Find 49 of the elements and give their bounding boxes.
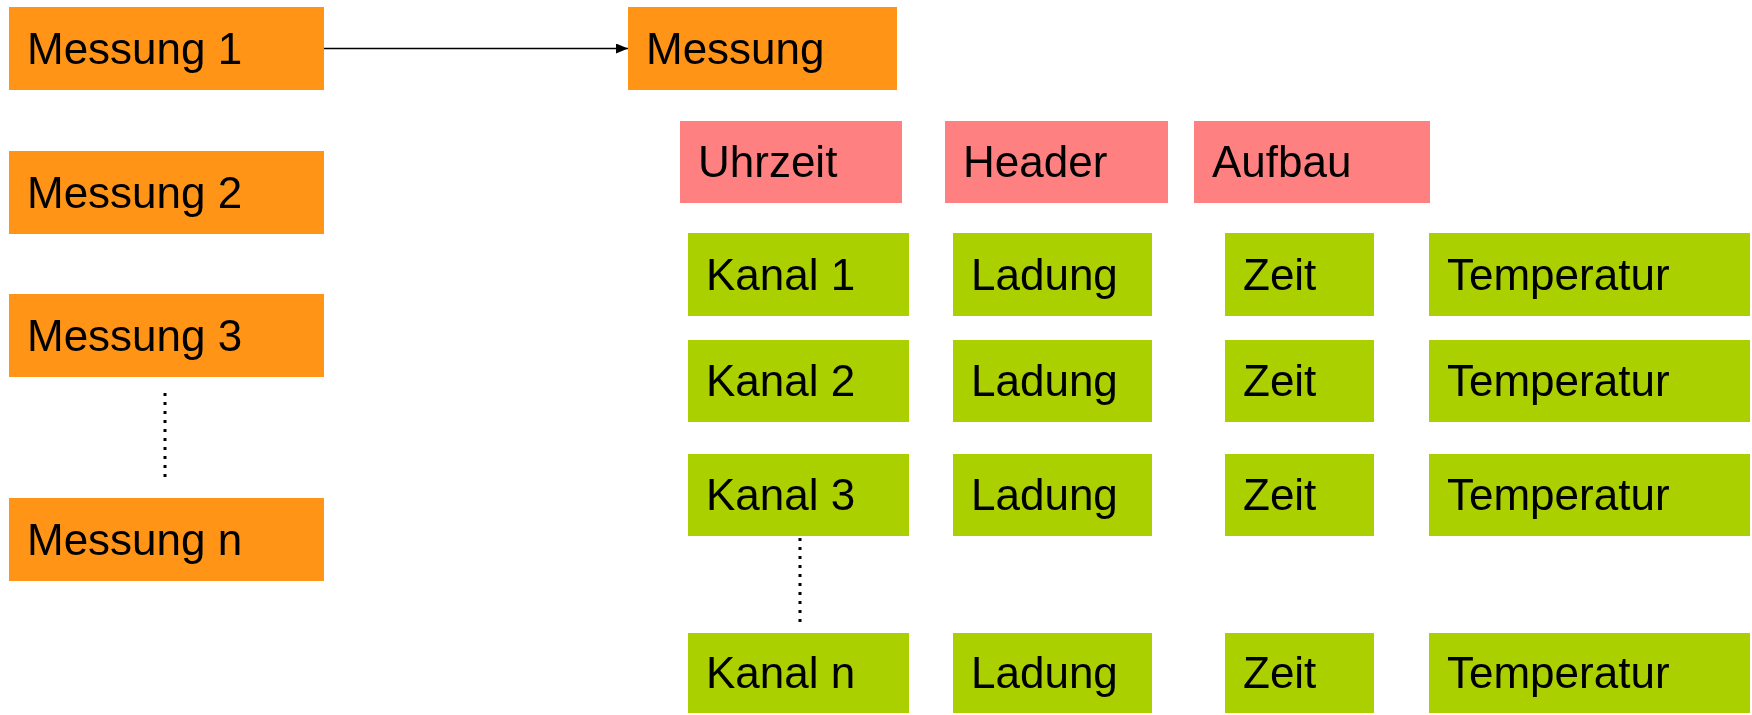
field-label: Kanal n bbox=[705, 648, 856, 698]
field-label: Zeit bbox=[1242, 249, 1317, 300]
field-label: Messung 3 bbox=[26, 310, 243, 361]
field-label: Uhrzeit bbox=[697, 137, 838, 187]
field-label: Kanal 2 bbox=[705, 356, 856, 406]
field-box bbox=[1225, 233, 1374, 316]
field-box bbox=[1225, 633, 1374, 713]
field-label: Kanal 3 bbox=[705, 470, 856, 520]
field-label: Header bbox=[962, 137, 1108, 187]
field-label: Messung bbox=[645, 23, 825, 74]
field-box bbox=[1429, 633, 1750, 713]
field-box bbox=[953, 454, 1152, 536]
field-box bbox=[1225, 454, 1374, 536]
field-box bbox=[628, 7, 897, 90]
field-box bbox=[953, 233, 1152, 316]
field-box bbox=[688, 454, 909, 536]
field-box bbox=[1429, 233, 1750, 316]
field-box bbox=[1429, 454, 1750, 536]
field-label: Messung 1 bbox=[26, 23, 243, 74]
field-label: Zeit bbox=[1242, 470, 1317, 520]
field-box bbox=[1429, 340, 1750, 422]
field-box bbox=[688, 233, 909, 316]
field-label: Messung 2 bbox=[26, 167, 243, 218]
field-label: Ladung bbox=[970, 648, 1118, 698]
field-label: Kanal 1 bbox=[705, 249, 856, 300]
field-box bbox=[9, 498, 324, 581]
field-box bbox=[680, 121, 902, 203]
field-label: Messung n bbox=[26, 514, 243, 565]
field-box bbox=[688, 633, 909, 713]
field-box bbox=[688, 340, 909, 422]
field-label: Aufbau bbox=[1211, 137, 1352, 187]
field-box bbox=[945, 121, 1168, 203]
field-box bbox=[1194, 121, 1430, 203]
arrow bbox=[323, 43, 629, 54]
field-box bbox=[9, 294, 324, 377]
field-box bbox=[1225, 340, 1374, 422]
field-box bbox=[9, 7, 324, 90]
field-label: Zeit bbox=[1242, 356, 1317, 406]
field-box bbox=[953, 340, 1152, 422]
field-box bbox=[953, 633, 1152, 713]
field-label: Ladung bbox=[970, 470, 1118, 520]
field-label: Temperatur bbox=[1446, 249, 1670, 300]
field-label: Temperatur bbox=[1446, 356, 1670, 406]
field-label: Temperatur bbox=[1446, 648, 1670, 698]
field-label: Ladung bbox=[970, 249, 1118, 300]
field-box bbox=[9, 151, 324, 234]
field-label: Temperatur bbox=[1446, 470, 1670, 520]
field-label: Zeit bbox=[1242, 648, 1317, 698]
field-label: Ladung bbox=[970, 356, 1118, 406]
